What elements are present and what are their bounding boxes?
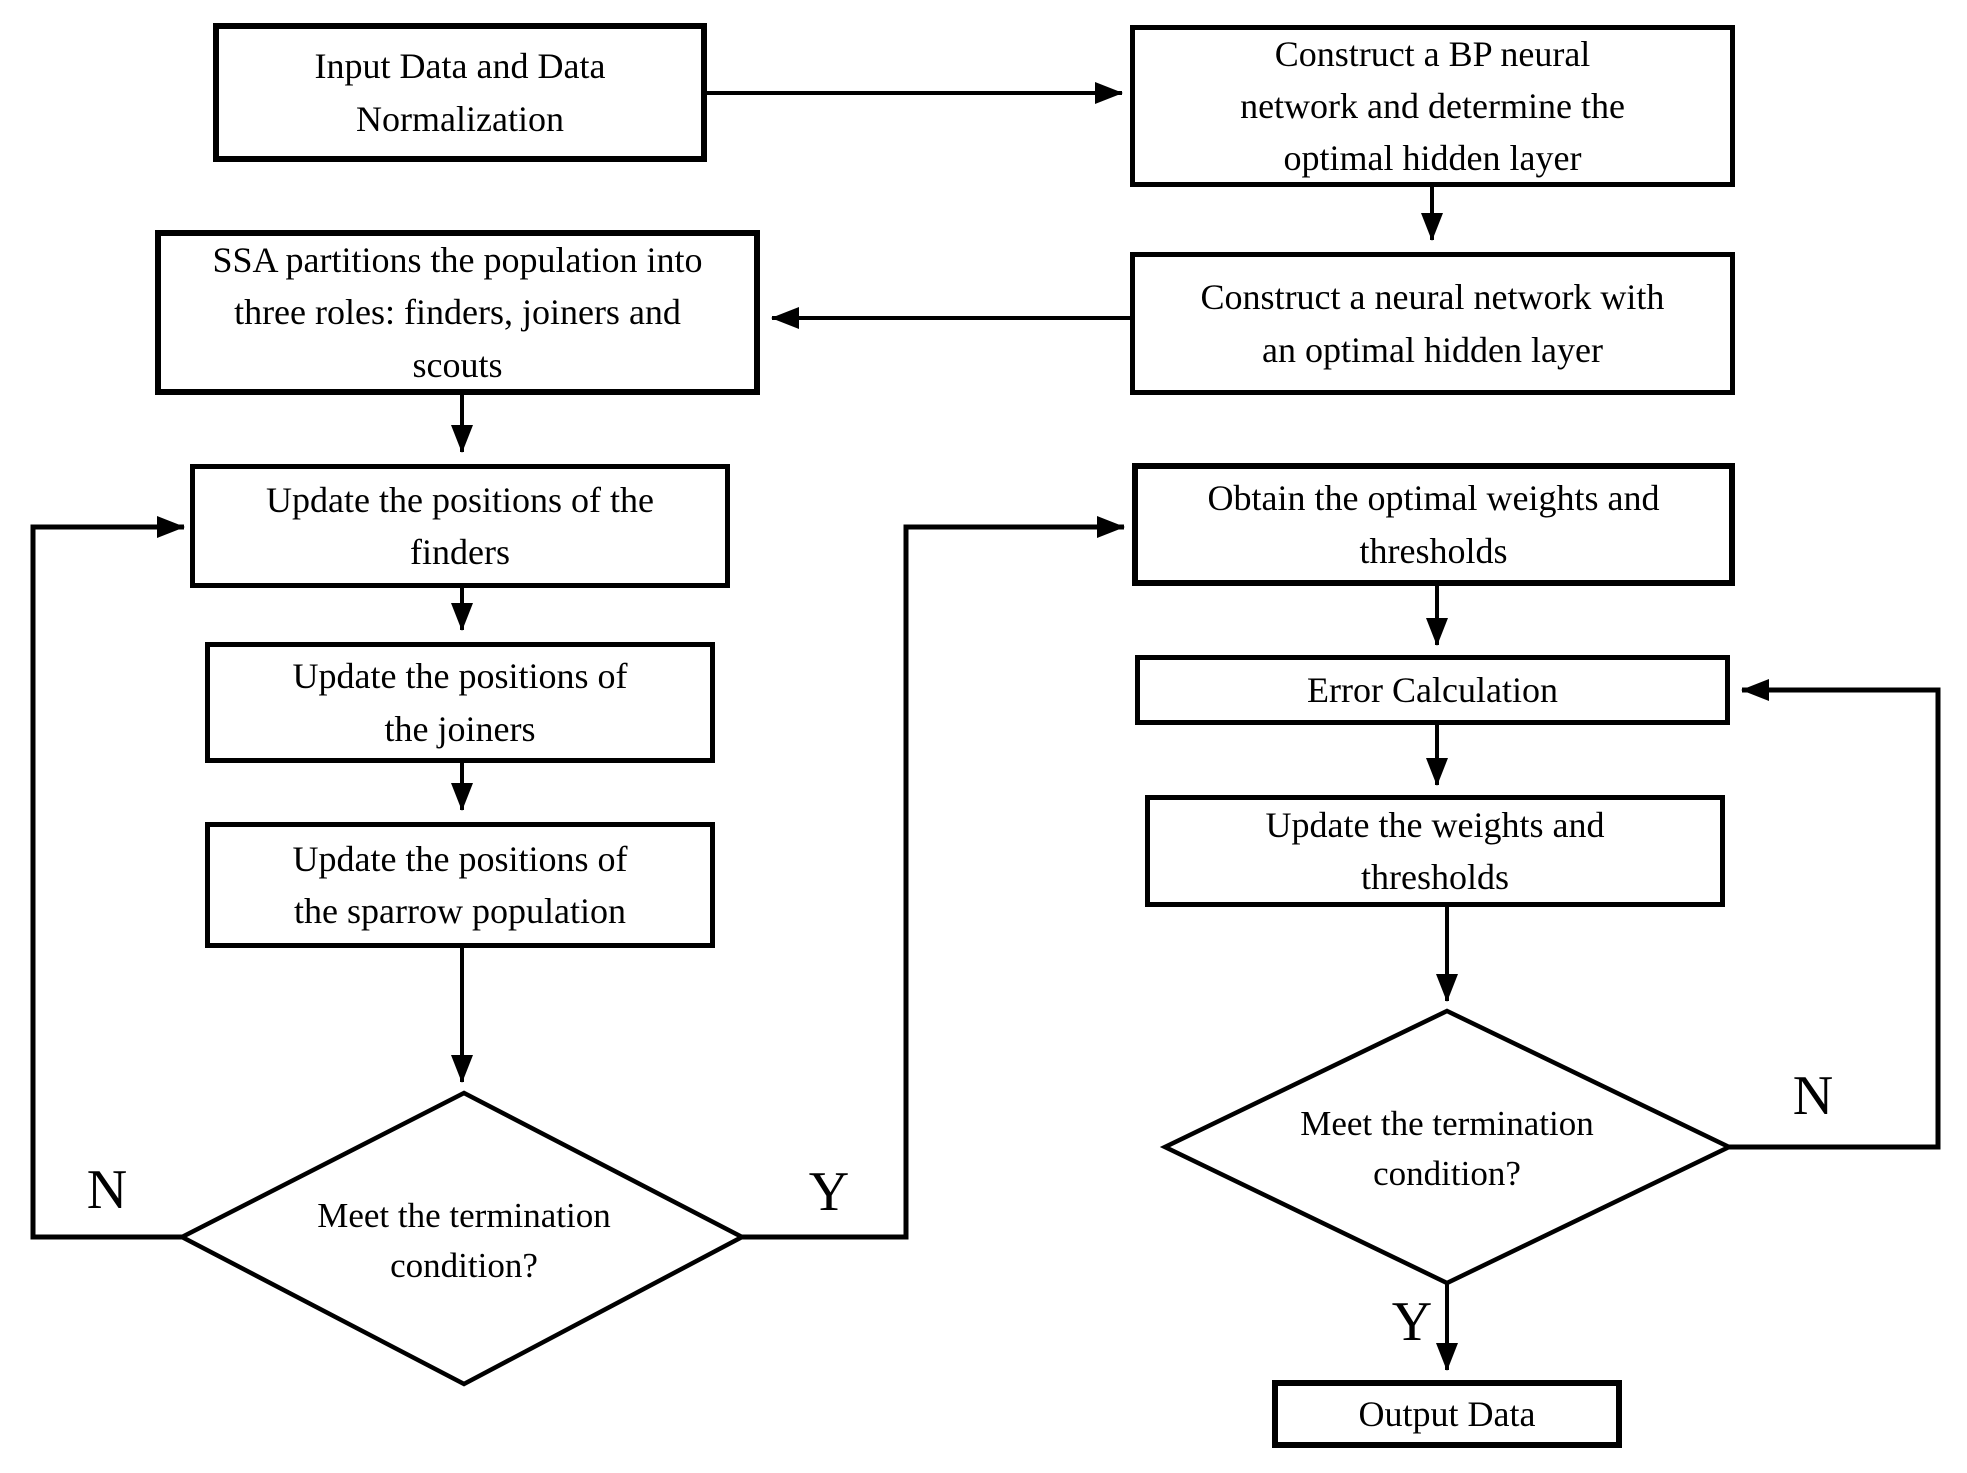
branch-label-right-yes: Y <box>1391 1291 1433 1353</box>
flow-node-update-sparrow-label: Update the positions of the sparrow popu… <box>292 838 628 931</box>
flow-node-update-finders: Update the positions of the finders <box>190 464 730 588</box>
flow-node-construct-bp: Construct a BP neural network and determ… <box>1130 25 1735 187</box>
flow-node-update-finders-label: Update the positions of the finders <box>266 479 654 572</box>
flow-node-update-weights-label: Update the weights and thresholds <box>1265 804 1605 897</box>
flow-node-output-data: Output Data <box>1272 1380 1622 1448</box>
decision-left-diamond <box>177 1090 747 1387</box>
flow-node-construct-bp-label: Construct a BP neural network and determ… <box>1240 33 1625 179</box>
flow-node-error-calculation: Error Calculation <box>1135 655 1730 725</box>
flow-node-output-data-label: Output Data <box>1358 1393 1536 1434</box>
branch-label-right-no: N <box>1792 1065 1834 1127</box>
flow-node-construct-nn-label: Construct a neural network with an optim… <box>1200 277 1665 370</box>
loop-decision-left-no-to-finders <box>30 516 185 1240</box>
flow-node-update-joiners: Update the positions of the joiners <box>205 642 715 763</box>
flow-node-ssa-partition: SSA partitions the population into three… <box>155 230 760 395</box>
flow-node-input-data-label: Input Data and Data Normalization <box>314 46 606 139</box>
flow-node-construct-nn: Construct a neural network with an optim… <box>1130 252 1735 395</box>
line-decision-left-yes-to-obtain <box>742 516 1125 1240</box>
loop-decision-right-no-to-error <box>1729 679 1941 1150</box>
flow-node-obtain-weights-label: Obtain the optimal weights and threshold… <box>1207 478 1660 571</box>
flow-node-update-sparrow: Update the positions of the sparrow popu… <box>205 822 715 948</box>
flow-node-input-data: Input Data and Data Normalization <box>213 23 707 162</box>
flow-node-ssa-partition-label: SSA partitions the population into three… <box>212 240 703 385</box>
decision-right-diamond <box>1159 1008 1735 1286</box>
branch-label-left-yes: Y <box>808 1161 850 1223</box>
flow-node-update-weights: Update the weights and thresholds <box>1145 795 1725 907</box>
decision-left-label: Meet the termination condition? <box>317 1195 611 1285</box>
decision-right-label: Meet the termination condition? <box>1300 1103 1594 1193</box>
branch-label-left-no: N <box>86 1159 128 1221</box>
flow-node-update-joiners-label: Update the positions of the joiners <box>292 656 628 749</box>
flow-node-error-calculation-label: Error Calculation <box>1307 669 1558 710</box>
flow-node-obtain-weights: Obtain the optimal weights and threshold… <box>1132 463 1735 586</box>
